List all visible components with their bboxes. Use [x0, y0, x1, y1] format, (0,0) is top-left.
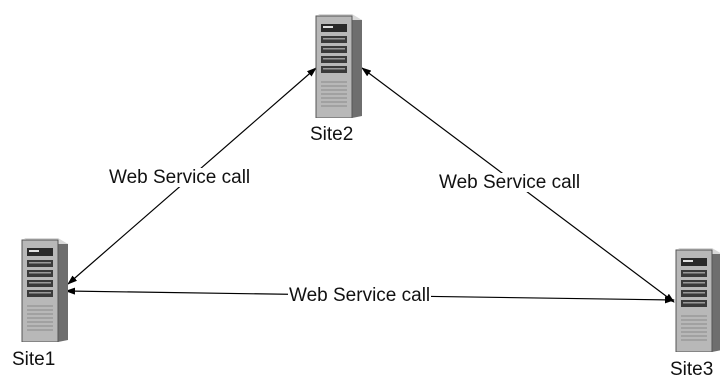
site3-server-icon	[675, 247, 720, 352]
site3-label: Site3	[670, 359, 714, 380]
site1-server-icon	[21, 237, 69, 342]
edge-label-site1-site2: Web Service call	[108, 167, 252, 188]
edge-label-site1-site3: Web Service call	[288, 285, 432, 306]
site1-label: Site1	[12, 349, 56, 370]
site2-server-icon	[315, 13, 363, 118]
edge-label-site2-site3: Web Service call	[438, 172, 582, 193]
site2-label: Site2	[310, 124, 354, 145]
